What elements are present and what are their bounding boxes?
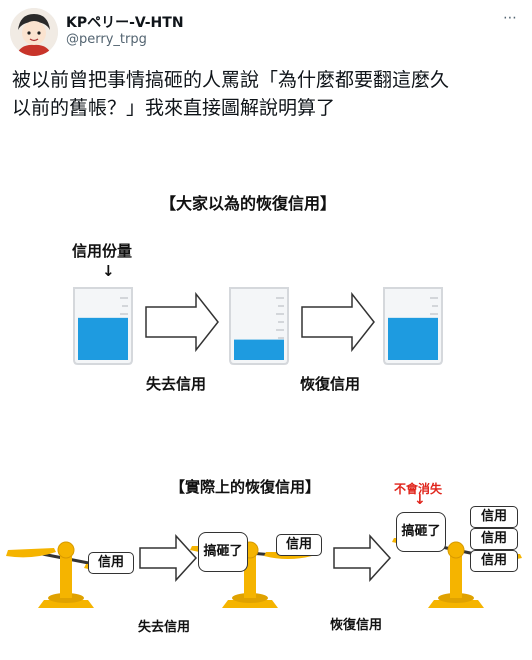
arrow-right-icon	[301, 291, 375, 353]
avatar-icon[interactable]	[10, 8, 58, 56]
bottom-section-title: 【實際上的恢復信用】	[170, 478, 321, 496]
credit-box: 信用	[470, 550, 518, 572]
credit-box: 信用	[470, 528, 518, 550]
scales-diagram	[6, 534, 522, 609]
bottom-arrow1-label: 失去信用	[138, 620, 191, 635]
not-disappear-label: 不會消失	[394, 482, 443, 496]
beaker-after-loss	[229, 287, 289, 365]
author-handle[interactable]: @perry_trpg	[66, 32, 147, 47]
water-fill	[234, 339, 284, 360]
beakers-diagram	[73, 287, 443, 365]
more-options-icon[interactable]: ⋯	[503, 10, 518, 26]
water-fill	[388, 317, 438, 360]
tweet-text-line-2: 以前的舊帳？」我來直接圖解說明算了	[12, 97, 336, 119]
screwup-box: 搞砸了	[396, 512, 446, 552]
arrow-right-icon	[333, 534, 392, 582]
arrow-right-icon	[145, 291, 219, 353]
screwup-box: 搞砸了	[198, 532, 248, 572]
top-section-title: 【大家以為的恢復信用】	[160, 194, 337, 213]
bottom-arrow2-label: 恢復信用	[330, 618, 383, 633]
credit-amount-label: 信用份量	[72, 242, 133, 260]
top-arrow2-label: 恢復信用	[300, 375, 361, 393]
water-fill	[78, 317, 128, 360]
credit-box: 信用	[88, 552, 134, 574]
not-disappear-arrow: ↓	[414, 492, 426, 508]
attached-image[interactable]: 【大家以為的恢復信用】 信用份量 ↓	[0, 170, 532, 660]
tweet-header: KPペリー-V-HTN @perry_trpg ⋯	[0, 0, 532, 60]
credit-box: 信用	[470, 506, 518, 528]
tweet-text-line-1: 被以前曾把事情搞砸的人罵說「為什麼都要翻這麼久	[12, 69, 450, 91]
arrow-right-icon	[139, 534, 198, 582]
credit-box: 信用	[276, 534, 322, 556]
credit-amount-arrow: ↓	[102, 262, 115, 280]
author-display-name[interactable]: KPペリー-V-HTN	[66, 15, 184, 31]
top-arrow1-label: 失去信用	[146, 375, 207, 393]
tweet-text: 被以前曾把事情搞砸的人罵說「為什麼都要翻這麼久 以前的舊帳？」我來直接圖解說明算…	[12, 66, 524, 122]
beaker-restored	[383, 287, 443, 365]
beaker-initial	[73, 287, 133, 365]
